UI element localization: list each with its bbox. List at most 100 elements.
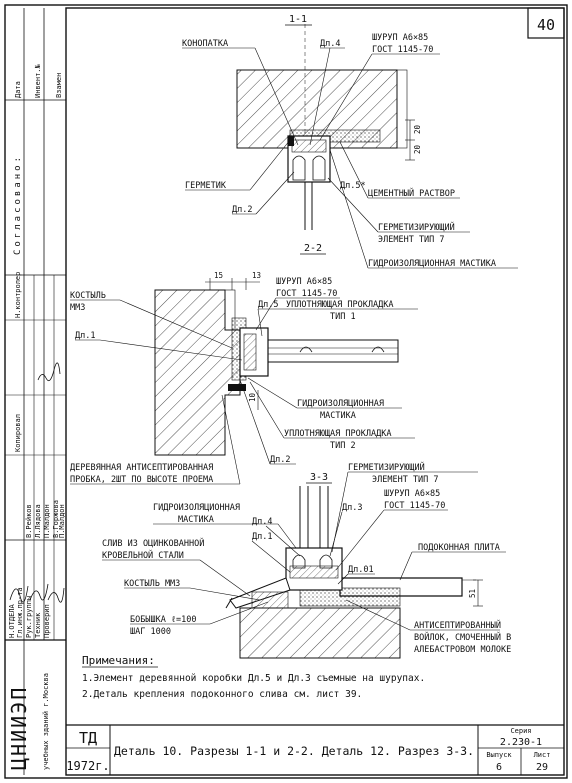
name-2: Л.Лядова [34,504,42,538]
dim-13: 13 [252,271,261,280]
stamp-col-replace: Взамен [55,73,63,98]
label-dl01: Дл.01 [348,565,374,575]
outer-frame [4,4,568,779]
left-strip: Дата Инвент.№ Взамен Согласовано: Копиро… [5,8,66,775]
inner-frame [65,7,565,776]
dim-15: 15 [214,271,223,280]
signature-3 [29,583,49,601]
copy-mark-2: Н.контролер [14,272,22,318]
label-germetik: ГЕРМЕТИК [185,181,227,191]
label-shurup-a: ШУРУП А6×85 [372,33,428,43]
stamp-col-inv: Инвент.№ [34,63,42,98]
label-dl4-a: Дл.4 [320,39,340,49]
section-label-3-3: 3-3 [310,472,328,483]
year: 1972г. [66,759,109,773]
role-1: Н.ОТДЕЛА [8,603,16,638]
series-value: 2.230-1 [500,737,542,748]
label-antisept2: ВОЙЛОК, СМОЧЕННЫЙ В [414,631,511,643]
label-upl1: УПЛОТНЯЮЩАЯ ПРОКЛАДКА [286,300,393,310]
label-dl1-a: Дл.1 [75,331,95,341]
label-upl1b: ТИП 1 [330,312,356,322]
label-gost-b: ГОСТ 1145-70 [276,289,337,299]
section-3-3: 3-3 51 ГЕРМЕТИЗИРУЮЩИЙ ЭЛЕМЕНТ ТИП 7 ШУР… [102,461,511,659]
dim-51: 51 [468,589,477,598]
notes: Примечания: 1.Элемент деревянной коробки… [82,654,425,700]
signature-4 [47,587,65,603]
label-dl1-c: Дл.1 [252,532,272,542]
label-gost-c: ГОСТ 1145-70 [384,501,445,511]
section-2-2: 2-2 15 13 10 КОСТЫЛЬ ММ3 Дл.1 ШУРУП А6× [70,243,418,485]
name-1: В.Рейков [25,504,33,538]
label-konopatka: КОНОПАТКА [182,39,228,49]
label-kostyl-c: КОСТЫЛЬ ММ3 [124,579,180,589]
note-2: 2.Деталь крепления подоконного слива см.… [82,689,362,700]
label-dl2-a: Дл.2 [232,205,252,215]
label-upl2b: ТИП 2 [330,441,356,451]
label-gidro-a: ГИДРОИЗОЛЯЦИОННАЯ МАСТИКА [368,259,496,269]
label-germ-el-b: ГЕРМЕТИЗИРУЮЩИЙ [348,461,425,473]
section-label-2-2: 2-2 [304,243,322,254]
label-gidro-b: ГИДРОИЗОЛЯЦИОННАЯ [297,399,384,409]
label-gidro-c2: МАСТИКА [178,515,214,525]
wall-3-3 [239,607,401,659]
name-3: П.Малдон [43,504,51,538]
label-germ-el-b2: ЭЛЕМЕНТ ТИП 7 [372,475,439,485]
label-shurup-c: ШУРУП А6×85 [384,489,440,499]
sheet-number: 40 [537,16,555,34]
sheet-value: 29 [536,762,548,773]
name-4: В.Горжова [52,500,60,538]
label-dl5-b: Дл.5 [258,300,278,310]
institute-name: ЦНИИЭП [7,686,31,770]
label-probka2: ПРОБКА, 2ШТ ПО ВЫСОТЕ ПРОЕМА [70,475,213,485]
label-sliv: СЛИВ ИЗ ОЦИНКОВАННОЙ [102,537,204,549]
label-antisept3: АЛЕБАСТРОВОМ МОЛОКЕ [414,645,511,655]
signature-2 [9,585,29,603]
dim-20-a: 20 [413,124,422,134]
role-4: Техник [34,612,42,638]
signature-1 [37,362,61,382]
dim-20-b: 20 [413,144,422,154]
copy-mark-1: Копировал [14,414,22,452]
label-antisept: АНТИСЕПТИРОВАННЫЙ [414,619,501,631]
institute-sub: учебных зданий г.Москва [42,673,50,770]
label-kostyl-a2: ММ3 [70,303,85,313]
label-podokon: ПОДОКОННАЯ ПЛИТА [418,543,500,553]
label-upl2: УПЛОТНЯЮЩАЯ ПРОКЛАДКА [284,429,391,439]
title-block: ТД 1972г. Деталь 10. Разрезы 1-1 и 2-2. … [66,724,564,775]
label-dl3-c: Дл.3 [342,503,362,513]
label-dl4-c: Дл.4 [252,517,272,527]
issue-label: Выпуск [486,751,512,759]
wall-2-2 [154,289,241,456]
stamp-col-date: Дата [14,81,22,98]
role-5: Проверил [43,604,51,638]
section-1-1: 1-1 20 20 КОНОПАТКА Дл.4 ШУРУП А6×85 Г [182,14,518,269]
label-probka: ДЕРЕВЯННАЯ АНТИСЕПТИРОВАННАЯ [70,463,213,473]
org-mark: ТД [79,729,97,747]
label-gidro-b2: МАСТИКА [320,411,356,421]
sheet-title: Деталь 10. Разрезы 1-1 и 2-2. Деталь 12.… [114,744,474,758]
label-gost-a: ГОСТ 1145-70 [372,45,433,55]
approval-label: Согласовано: [13,154,23,255]
label-gidro-c: ГИДРОИЗОЛЯЦИОННАЯ [153,503,240,513]
label-dl5star: Дл.5* [340,181,366,191]
sheet-number-box [527,7,565,39]
dim-10: 10 [248,392,257,402]
name-5: П.Малдон [58,504,66,538]
label-dl2-b: Дл.2 [270,455,290,465]
role-2: Гл.инж.пр-та [16,587,24,638]
label-kostyl-a: КОСТЫЛЬ [70,291,106,301]
label-sliv2: КРОВЕЛЬНОЙ СТАЛИ [102,549,184,561]
issue-value: 6 [496,762,502,773]
label-germ-el-a: ГЕРМЕТИЗИРУЮЩИЙ [378,221,455,233]
label-bobyshka: БОБЫШКА ℓ=100 [130,615,197,625]
section-label-1-1: 1-1 [289,14,307,25]
label-bobyshka2: ШАГ 1000 [130,627,171,637]
label-cement: ЦЕМЕНТНЫЙ РАСТВОР [368,187,455,199]
label-germ-el-a2: ЭЛЕМЕНТ ТИП 7 [378,235,445,245]
role-3: Рук.группы [25,596,33,638]
label-shurup-b: ШУРУП А6×85 [276,277,332,287]
notes-heading: Примечания: [82,654,155,667]
sheet-label: Лист [534,751,551,759]
series-label: Серия [510,727,531,735]
